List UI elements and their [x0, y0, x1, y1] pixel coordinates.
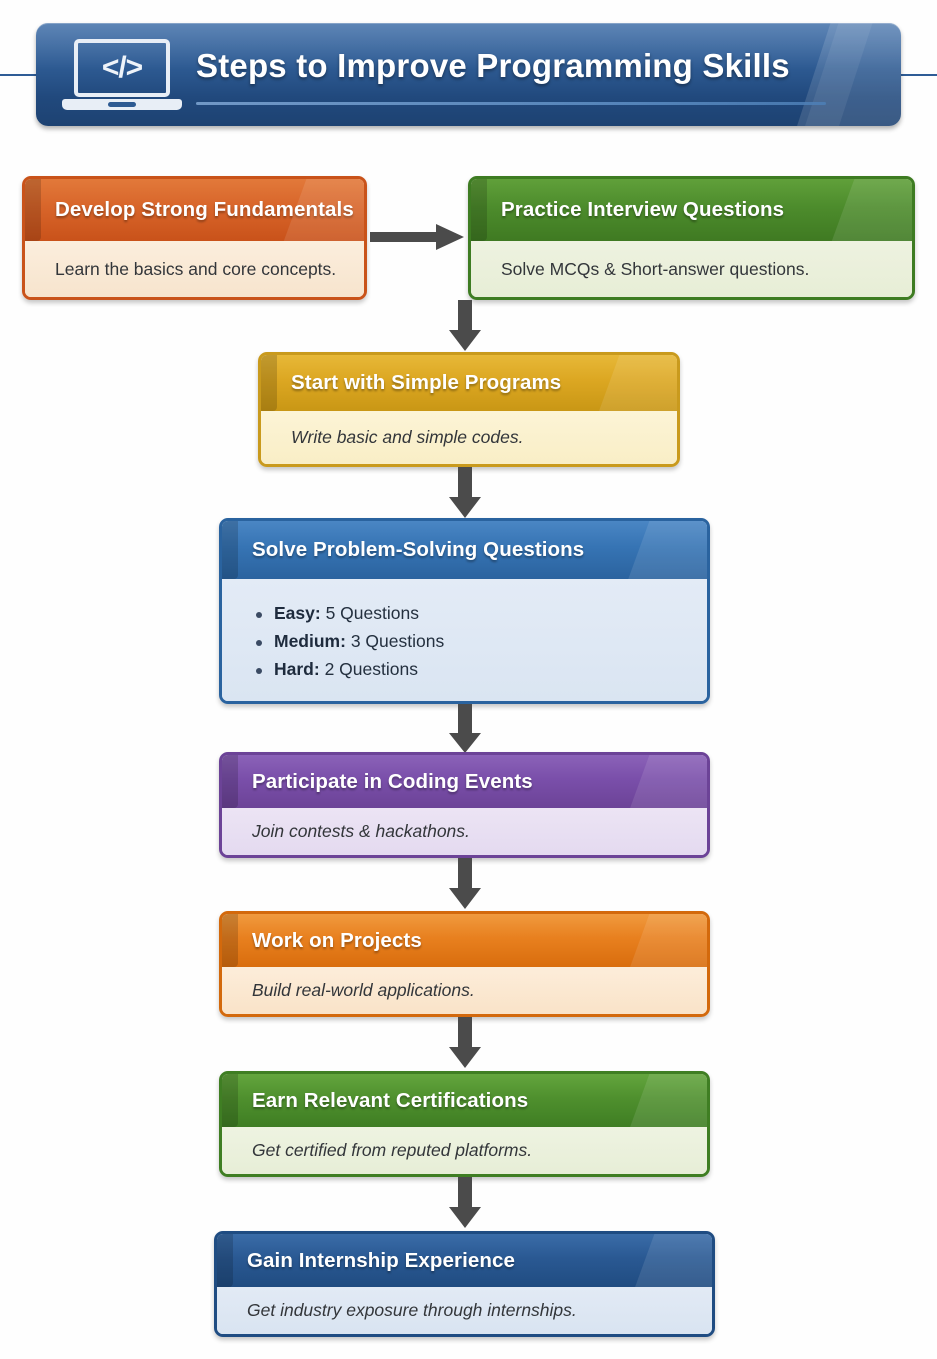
card-left-tab	[471, 179, 487, 241]
card-left-tab	[222, 1074, 238, 1127]
card-left-tab	[25, 179, 41, 241]
step-title: Start with Simple Programs	[261, 355, 677, 411]
step-title: Solve Problem-Solving Questions	[222, 521, 707, 579]
step-body: Get certified from reputed platforms.	[222, 1127, 707, 1174]
card-left-tab	[222, 914, 238, 967]
connector-arrow-down-5	[448, 858, 482, 910]
header-banner: </> Steps to Improve Programming Skills	[36, 23, 901, 126]
bullet-label: Hard:	[274, 658, 320, 679]
step-card-start-with-simple-programs[interactable]: Start with Simple Programs Write basic a…	[258, 352, 680, 467]
connector-arrow-down-2	[448, 300, 482, 352]
bullet-value: 5 Questions	[325, 602, 419, 623]
card-left-tab	[222, 755, 238, 808]
laptop-code-icon: </>	[62, 39, 182, 111]
step-title: Earn Relevant Certifications	[222, 1074, 707, 1127]
card-left-tab	[217, 1234, 233, 1287]
question-difficulty-list: Easy: 5 Questions Medium: 3 Questions Ha…	[252, 596, 683, 687]
step-card-gain-internship-experience[interactable]: Gain Internship Experience Get industry …	[214, 1231, 715, 1337]
step-body: Solve MCQs & Short-answer questions.	[471, 241, 912, 297]
laptop-screen: </>	[74, 39, 170, 97]
list-item: Hard: 2 Questions	[252, 659, 683, 680]
step-body: Write basic and simple codes.	[261, 411, 677, 464]
connector-arrow-down-7	[448, 1177, 482, 1229]
step-body: Build real-world applications.	[222, 967, 707, 1014]
connector-arrow-down-3	[448, 467, 482, 519]
step-title: Participate in Coding Events	[222, 755, 707, 808]
header-rule-right	[892, 74, 937, 76]
step-body: Learn the basics and core concepts.	[25, 241, 364, 297]
page-title: Steps to Improve Programming Skills	[196, 47, 790, 84]
code-brackets-glyph: </>	[101, 51, 143, 84]
step-body: Join contests & hackathons.	[222, 808, 707, 855]
laptop-trackpad-notch	[108, 102, 136, 107]
step-card-work-on-projects[interactable]: Work on Projects Build real-world applic…	[219, 911, 710, 1017]
step-title: Gain Internship Experience	[217, 1234, 712, 1287]
step-body: Get industry exposure through internship…	[217, 1287, 712, 1334]
header-title-underline	[196, 102, 826, 105]
step-card-solve-problem-solving-questions[interactable]: Solve Problem-Solving Questions Easy: 5 …	[219, 518, 710, 704]
step-card-participate-in-coding-events[interactable]: Participate in Coding Events Join contes…	[219, 752, 710, 858]
header-banner-area: </> Steps to Improve Programming Skills	[0, 0, 937, 150]
bullet-value: 2 Questions	[324, 658, 418, 679]
list-item: Medium: 3 Questions	[252, 631, 683, 652]
step-title: Practice Interview Questions	[471, 179, 912, 241]
step-card-practice-interview-questions[interactable]: Practice Interview Questions Solve MCQs …	[468, 176, 915, 300]
step-title: Work on Projects	[222, 914, 707, 967]
bullet-label: Easy:	[274, 602, 321, 623]
bullet-value: 3 Questions	[350, 630, 445, 651]
bullet-label: Medium:	[274, 630, 346, 651]
header-rule-left	[0, 74, 45, 76]
connector-arrow-down-6	[448, 1017, 482, 1069]
step-card-earn-relevant-certifications[interactable]: Earn Relevant Certifications Get certifi…	[219, 1071, 710, 1177]
connector-arrow-down-4	[448, 704, 482, 754]
list-item: Easy: 5 Questions	[252, 603, 683, 624]
step-body-bullets: Easy: 5 Questions Medium: 3 Questions Ha…	[222, 579, 707, 701]
card-left-tab	[261, 355, 277, 411]
step-title: Develop Strong Fundamentals	[25, 179, 364, 241]
step-card-develop-strong-fundamentals[interactable]: Develop Strong Fundamentals Learn the ba…	[22, 176, 367, 300]
connector-arrow-right-1	[370, 222, 466, 252]
card-left-tab	[222, 521, 238, 579]
